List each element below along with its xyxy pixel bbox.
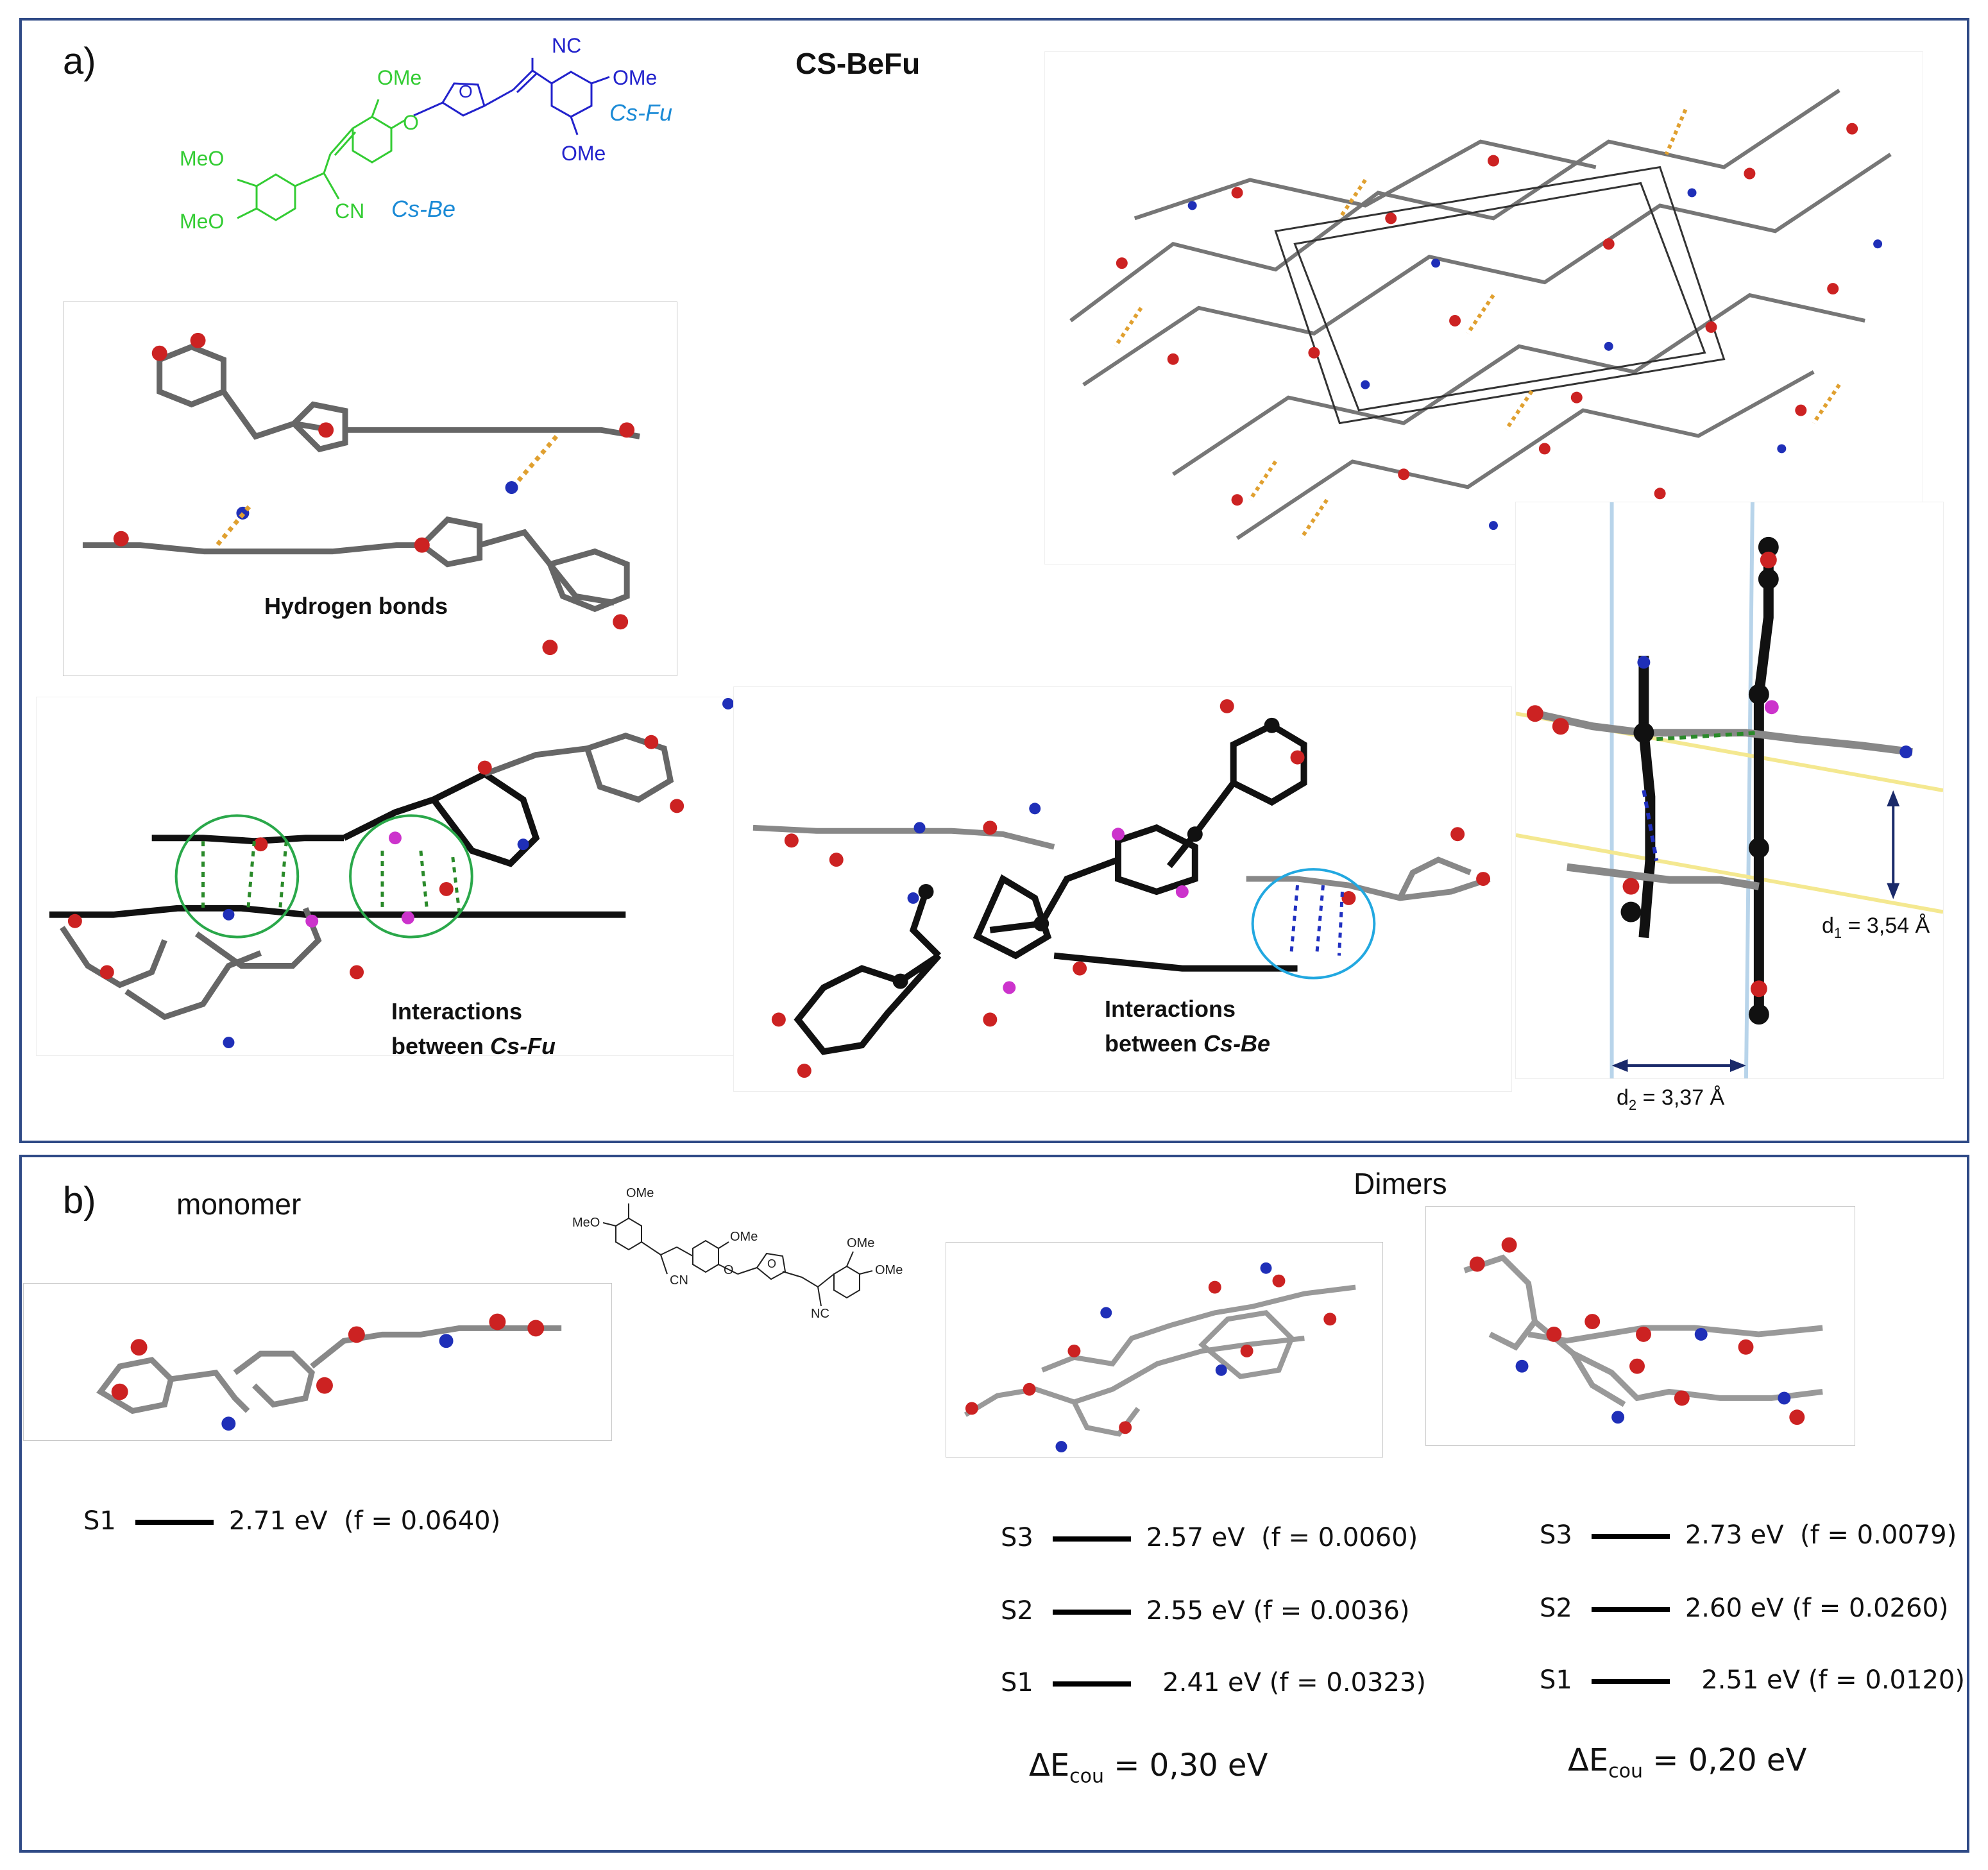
caption-line2: between Cs-Be <box>1105 1026 1270 1061</box>
level-bar <box>1591 1534 1670 1539</box>
label-ome: OMe <box>377 66 421 89</box>
label-cn: CN <box>670 1273 688 1288</box>
level-bar <box>1591 1607 1670 1612</box>
monomer-label: monomer <box>176 1187 302 1221</box>
label-nc: NC <box>811 1307 829 1321</box>
energy-value: 2.60 eV <box>1685 1594 1784 1623</box>
oscillator-strength: (f = 0.0120) <box>1808 1665 1965 1695</box>
level-bar <box>135 1520 214 1525</box>
delta-prefix: ΔE <box>1568 1742 1609 1778</box>
delta-prefix: ΔE <box>1029 1747 1070 1783</box>
monomer-image <box>23 1283 612 1441</box>
delta-sub: cou <box>1608 1760 1644 1783</box>
caption-line2: between Cs-Fu <box>391 1029 556 1064</box>
label-cs-be: Cs-Be <box>391 196 455 222</box>
energy-value: 2.51 eV <box>1701 1665 1801 1695</box>
d2-sub: 2 <box>1628 1096 1637 1113</box>
label-meo: MeO <box>180 147 224 170</box>
label-ome: OMe <box>847 1236 874 1250</box>
distance-d2: d2 = 3,37 Å <box>1617 1085 1724 1114</box>
caption-line1: Interactions <box>1105 996 1236 1022</box>
state-label: S2 <box>1001 1596 1033 1626</box>
level-bar <box>1052 1681 1131 1687</box>
panel-a-letter: a) <box>63 40 96 82</box>
label-ome: OMe <box>730 1230 758 1244</box>
interactions-cs-be-image <box>733 686 1512 1092</box>
crystal-packing-image <box>1044 51 1923 565</box>
panel-a <box>19 18 1969 1143</box>
energy-value: 2.55 eV <box>1146 1596 1245 1626</box>
state-label: S3 <box>1001 1523 1033 1552</box>
energy-value: 2.41 eV <box>1162 1668 1262 1697</box>
label-ome: OMe <box>613 66 657 89</box>
panel-b <box>19 1155 1969 1853</box>
caption-hydrogen-bonds: Hydrogen bonds <box>264 593 448 619</box>
caption-interactions-cs-fu: Interactions between Cs-Fu <box>391 994 556 1064</box>
dimer2-level-s3: S3 2.73 eV (f = 0.0079) <box>1540 1520 1957 1550</box>
level-bar <box>1052 1536 1131 1542</box>
caption-prefix: between <box>391 1033 491 1059</box>
hydrogen-bonds-image <box>63 302 677 676</box>
d2-prefix: d <box>1617 1085 1629 1110</box>
delta-value: = 0,30 eV <box>1104 1747 1268 1783</box>
state-label: S1 <box>1001 1668 1033 1697</box>
energy-value: 2.57 eV <box>1146 1523 1245 1552</box>
energy-value: 2.71 eV <box>228 1506 328 1536</box>
dimer2-level-s1: S1 2.51 eV (f = 0.0120) <box>1540 1665 1965 1695</box>
oscillator-strength: (f = 0.0640) <box>344 1506 501 1536</box>
caption-interactions-cs-be: Interactions between Cs-Be <box>1105 992 1270 1061</box>
chemical-structure-black: OMe MeO CN OMe O O OMe OMe NC <box>565 1178 1014 1364</box>
dimer-2-image <box>1425 1206 1855 1446</box>
oscillator-strength: (f = 0.0323) <box>1269 1668 1426 1697</box>
oscillator-strength: (f = 0.0079) <box>1800 1520 1957 1550</box>
level-bar <box>1591 1679 1670 1684</box>
dimer1-level-s3: S3 2.57 eV (f = 0.0060) <box>1001 1523 1418 1552</box>
d1-prefix: d <box>1822 914 1834 938</box>
label-cs-fu: Cs-Fu <box>609 99 672 126</box>
label-ome: OMe <box>561 142 606 165</box>
delta-sub: cou <box>1069 1765 1105 1788</box>
d1-value: = 3,54 Å <box>1842 914 1930 938</box>
chemical-structure-cs-befu: OMe O MeO MeO CN Cs-Be O NC Cs-Fu OMe OM… <box>167 34 757 244</box>
label-ome: OMe <box>626 1186 654 1200</box>
coulomb-coupling-dimer2: ΔEcou = 0,20 eV <box>1568 1742 1806 1783</box>
monomer-level-s1: S1 2.71 eV (f = 0.0640) <box>83 1506 500 1536</box>
distance-d1: d1 = 3,54 Å <box>1822 914 1930 942</box>
caption-italic: Cs-Fu <box>490 1033 556 1059</box>
label-o-link: O <box>724 1263 734 1277</box>
oscillator-strength: (f = 0.0260) <box>1792 1594 1949 1623</box>
d2-value: = 3,37 Å <box>1636 1085 1725 1110</box>
coulomb-coupling-dimer1: ΔEcou = 0,30 eV <box>1029 1747 1268 1788</box>
caption-italic: Cs-Be <box>1203 1030 1271 1057</box>
state-label: S3 <box>1540 1520 1572 1550</box>
label-o-furan: O <box>459 81 473 101</box>
dimer2-level-s2: S2 2.60 eV (f = 0.0260) <box>1540 1594 1949 1623</box>
label-cn: CN <box>335 200 364 223</box>
label-o-furan: O <box>767 1257 776 1270</box>
dimer1-level-s2: S2 2.55 eV (f = 0.0036) <box>1001 1596 1410 1626</box>
state-label: S2 <box>1540 1594 1572 1623</box>
label-ome: OMe <box>875 1263 903 1277</box>
level-bar <box>1052 1610 1131 1615</box>
d1-sub: 1 <box>1833 924 1842 941</box>
energy-value: 2.73 eV <box>1685 1520 1784 1550</box>
caption-line1: Interactions <box>391 998 523 1024</box>
oscillator-strength: (f = 0.0036) <box>1253 1596 1410 1626</box>
label-meo: MeO <box>180 210 224 233</box>
panel-a-title: CS-BeFu <box>795 47 921 80</box>
delta-value: = 0,20 eV <box>1643 1742 1807 1778</box>
label-o-link: O <box>403 111 419 134</box>
panel-b-letter: b) <box>63 1180 96 1221</box>
dimer1-level-s1: S1 2.41 eV (f = 0.0323) <box>1001 1668 1426 1697</box>
caption-prefix: between <box>1105 1030 1204 1057</box>
state-label: S1 <box>83 1506 116 1536</box>
state-label: S1 <box>1540 1665 1572 1695</box>
oscillator-strength: (f = 0.0060) <box>1261 1523 1418 1552</box>
label-nc: NC <box>552 34 581 57</box>
stacking-distance-image <box>1515 502 1944 1079</box>
dimers-label: Dimers <box>1354 1167 1447 1200</box>
dimer-1-image <box>946 1242 1383 1458</box>
label-meo: MeO <box>572 1216 600 1230</box>
interactions-cs-fu-image <box>36 697 734 1056</box>
